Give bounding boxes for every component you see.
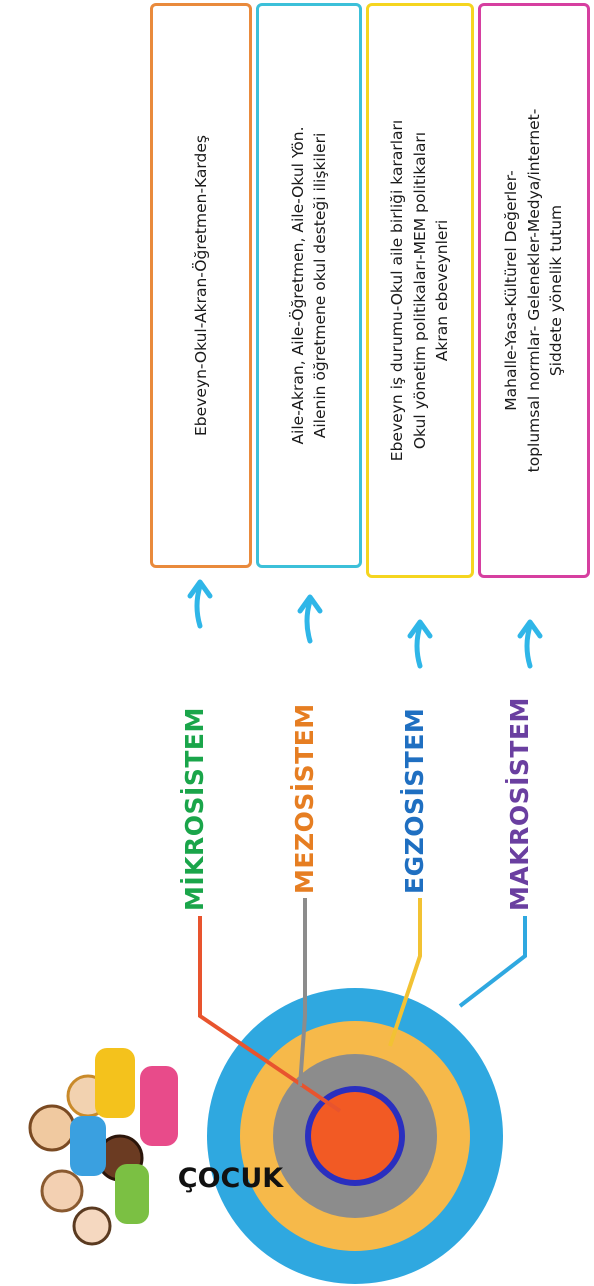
child-body-2	[140, 1066, 178, 1146]
connector-makrosistem	[458, 916, 527, 1008]
child-head-1	[28, 1104, 76, 1152]
children-illustration	[28, 1048, 178, 1246]
box-egzosistem: Ebeveyn iş durumu-Okul aile birliği kara…	[366, 3, 474, 578]
child-body-3	[70, 1116, 106, 1176]
box-mikrosistem: Ebeveyn-Okul-Akran-Öğretmen-Kardeş	[150, 3, 252, 568]
arrow-mezosistem-shaft	[304, 598, 313, 644]
child-head-5	[72, 1206, 112, 1246]
level-label-egzosistem: EGZOSİSTEM	[400, 707, 429, 894]
box-mezosistem: Aile-Akran, Aile-Öğretmen, Aile-Okul Yön…	[256, 3, 362, 568]
arrow-mikrosistem-head	[187, 579, 213, 599]
connector-mikrosistem	[198, 916, 342, 1113]
arrow-makrosistem-head	[517, 619, 543, 639]
box-makrosistem: Mahalle-Yasa-Kültürel Değerler- toplumsa…	[478, 3, 590, 578]
system-rings	[207, 988, 503, 1284]
level-label-mikrosistem: MİKROSİSTEM	[180, 707, 209, 911]
connector-lines	[198, 898, 527, 1113]
arrow-mikrosistem-shaft	[194, 583, 203, 629]
connector-mezosistem	[298, 898, 307, 1087]
arrow-makrosistem-shaft	[524, 623, 533, 669]
arrow-egzosistem-head	[407, 619, 433, 639]
child-body-4	[115, 1164, 149, 1224]
center-label: ÇOCUK	[177, 1162, 284, 1194]
arrow-mezosistem-head	[297, 594, 323, 614]
arrow-egzosistem-shaft	[414, 623, 423, 669]
child-head-4	[40, 1169, 84, 1213]
level-label-mezosistem: MEZOSİSTEM	[290, 703, 319, 894]
level-arrows	[187, 579, 543, 669]
connector-egzosistem	[388, 898, 422, 1047]
child-body-1	[95, 1048, 135, 1118]
core-cocuk	[311, 1092, 399, 1180]
level-label-makrosistem: MAKROSİSTEM	[505, 697, 534, 911]
